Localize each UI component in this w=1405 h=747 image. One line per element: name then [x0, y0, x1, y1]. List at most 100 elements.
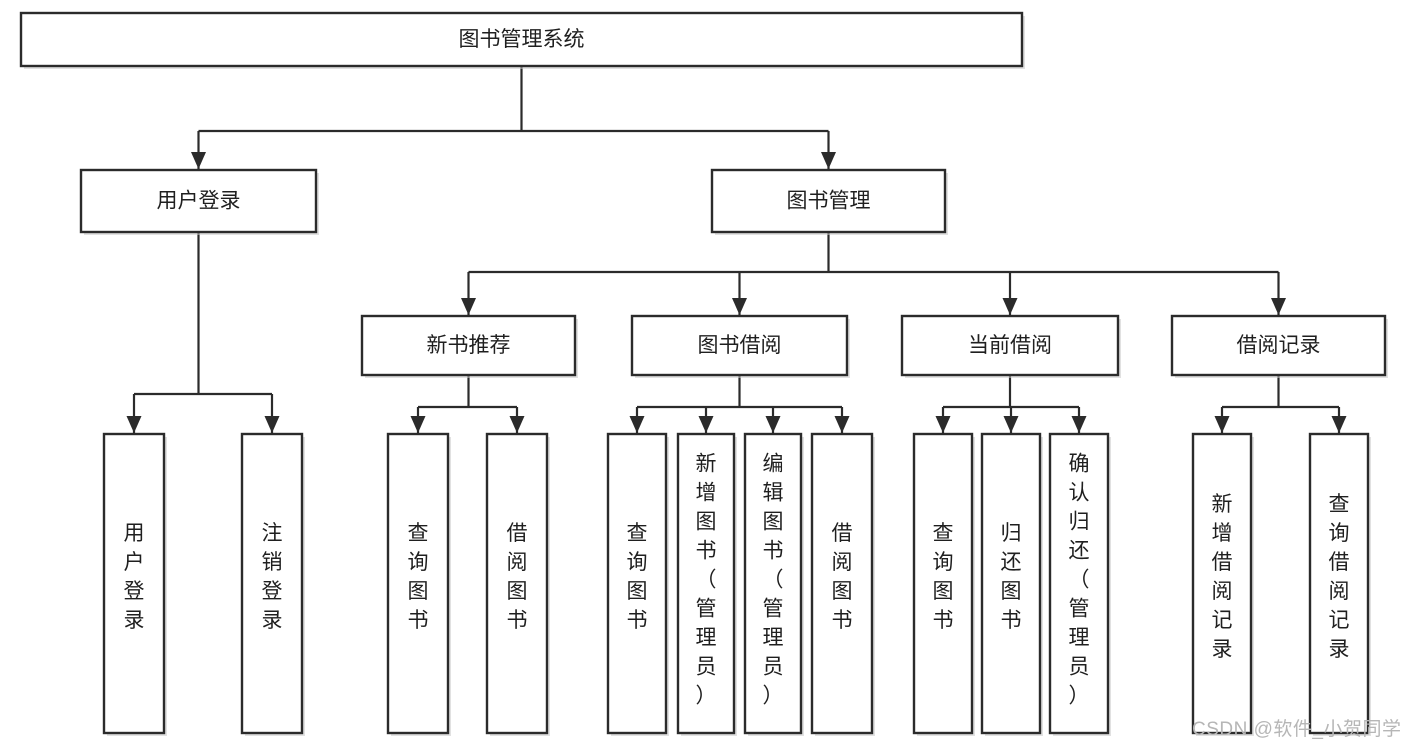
node-label: 查询图书 [408, 522, 429, 632]
node-label-char: 管 [1069, 598, 1090, 621]
node-label-char: 还 [1001, 551, 1022, 574]
node-rect[interactable] [810, 432, 874, 735]
node-label-char: 借 [832, 522, 853, 545]
node-leaf-query-book-borrow[interactable]: 查询图书 [606, 432, 669, 736]
node-rect[interactable] [606, 432, 668, 735]
node-label-char: 阅 [1212, 580, 1233, 603]
node-rect[interactable] [1308, 432, 1370, 735]
node-label-char: 管 [696, 598, 717, 621]
node-label-char: 查 [627, 522, 648, 545]
node-leaf-query-book-current[interactable]: 查询图书 [912, 432, 975, 736]
edge-arrowhead [1271, 298, 1286, 315]
edge-arrowhead [1002, 298, 1018, 315]
watermark-label: CSDN @软件_小贺同学 [1192, 719, 1402, 740]
node-label-char: 登 [124, 580, 145, 603]
node-rect[interactable] [485, 432, 549, 735]
node-current-borrow[interactable]: 当前借阅 [900, 314, 1121, 378]
node-label: 用户登录 [157, 190, 241, 213]
node-leaf-query-borrow-record[interactable]: 查询借阅记录 [1308, 432, 1371, 736]
node-rect[interactable] [912, 432, 974, 735]
node-rect[interactable] [1048, 432, 1110, 735]
node-leaf-logout[interactable]: 注销登录 [240, 432, 305, 736]
node-rect[interactable] [240, 432, 304, 735]
node-leaf-confirm-return[interactable]: 确认归还（管理员） [1048, 432, 1111, 736]
node-root[interactable]: 图书管理系统 [19, 11, 1025, 69]
edge-arrowhead [1214, 416, 1230, 433]
edge-arrowhead [629, 416, 645, 433]
node-label-char: 图 [763, 511, 784, 534]
node-label: 用户登录 [124, 522, 145, 632]
node-leaf-user-login[interactable]: 用户登录 [102, 432, 167, 736]
node-label-char: ） [696, 685, 717, 708]
node-label-char: 书 [933, 609, 954, 632]
node-label: 确认归还（管理员） [1069, 453, 1090, 708]
node-label-char: 询 [627, 551, 648, 574]
node-rect[interactable] [102, 432, 166, 735]
node-label-char: ） [763, 685, 784, 708]
node-label-char: 户 [124, 551, 145, 574]
node-label-char: 书 [1001, 609, 1022, 632]
node-label-char: 记 [1329, 609, 1350, 632]
node-leaf-edit-book[interactable]: 编辑图书（管理员） [743, 432, 804, 736]
node-leaf-add-borrow-record[interactable]: 新增借阅记录 [1191, 432, 1254, 736]
node-label: 查询图书 [627, 522, 648, 632]
node-label-char: 确 [1069, 453, 1090, 476]
node-rect[interactable] [980, 432, 1042, 735]
node-label-char: 图 [933, 580, 954, 603]
node-label: 查询借阅记录 [1329, 493, 1350, 661]
node-rect[interactable] [386, 432, 450, 735]
node-rect[interactable] [1191, 432, 1253, 735]
connector-bookmanage-to-level3 [461, 232, 1286, 315]
connector-root-to-level2 [191, 66, 836, 169]
node-label: 注销登录 [262, 522, 283, 632]
node-label-char: 用 [124, 522, 145, 545]
edges-layer [126, 66, 1347, 433]
edge-arrowhead [935, 416, 951, 433]
node-label: 新书推荐 [427, 334, 511, 357]
node-rect[interactable] [1170, 314, 1387, 377]
node-leaf-borrow-book-recommend[interactable]: 借阅图书 [485, 432, 550, 736]
node-rect[interactable] [676, 432, 736, 735]
edge-arrowhead [732, 298, 747, 315]
node-leaf-query-book-recommend[interactable]: 查询图书 [386, 432, 451, 736]
node-label: 借阅图书 [832, 522, 853, 632]
node-rect[interactable] [19, 11, 1024, 68]
node-rect[interactable] [710, 168, 947, 234]
node-label: 查询图书 [933, 522, 954, 632]
node-label-char: 员 [1069, 656, 1090, 679]
node-label-char: 管 [763, 598, 784, 621]
node-label-char: 登 [262, 580, 283, 603]
node-label: 归还图书 [1001, 522, 1022, 632]
node-label-char: 认 [1069, 482, 1090, 505]
connector-userlogin-to-leaves [126, 232, 280, 433]
node-user-login[interactable]: 用户登录 [79, 168, 319, 235]
node-rect[interactable] [900, 314, 1120, 377]
node-leaf-borrow-book[interactable]: 借阅图书 [810, 432, 875, 736]
node-label-char: 录 [124, 609, 145, 632]
node-book-borrow[interactable]: 图书借阅 [630, 314, 850, 378]
node-label-char: 查 [1329, 493, 1350, 516]
node-label-char: 书 [627, 609, 648, 632]
node-rect[interactable] [743, 432, 803, 735]
node-label: 新增借阅记录 [1212, 493, 1233, 661]
node-rect[interactable] [630, 314, 849, 377]
node-leaf-return-book[interactable]: 归还图书 [980, 432, 1043, 736]
node-label-char: 员 [696, 656, 717, 679]
node-borrow-record[interactable]: 借阅记录 [1170, 314, 1388, 378]
node-book-manage[interactable]: 图书管理 [710, 168, 948, 235]
node-new-book-recommend[interactable]: 新书推荐 [360, 314, 578, 378]
node-label-char: 图 [627, 580, 648, 603]
node-rect[interactable] [79, 168, 318, 234]
node-label-char: 增 [1212, 522, 1233, 545]
node-label-char: 编 [763, 453, 784, 476]
edge-arrowhead [191, 152, 206, 169]
node-label-char: 图 [1001, 580, 1022, 603]
node-leaf-add-book[interactable]: 新增图书（管理员） [676, 432, 737, 736]
node-label-char: 借 [1329, 551, 1350, 574]
node-label-char: 录 [1212, 638, 1233, 661]
node-label: 图书管理系统 [459, 28, 585, 51]
edge-arrowhead [410, 416, 426, 433]
node-rect[interactable] [360, 314, 577, 377]
